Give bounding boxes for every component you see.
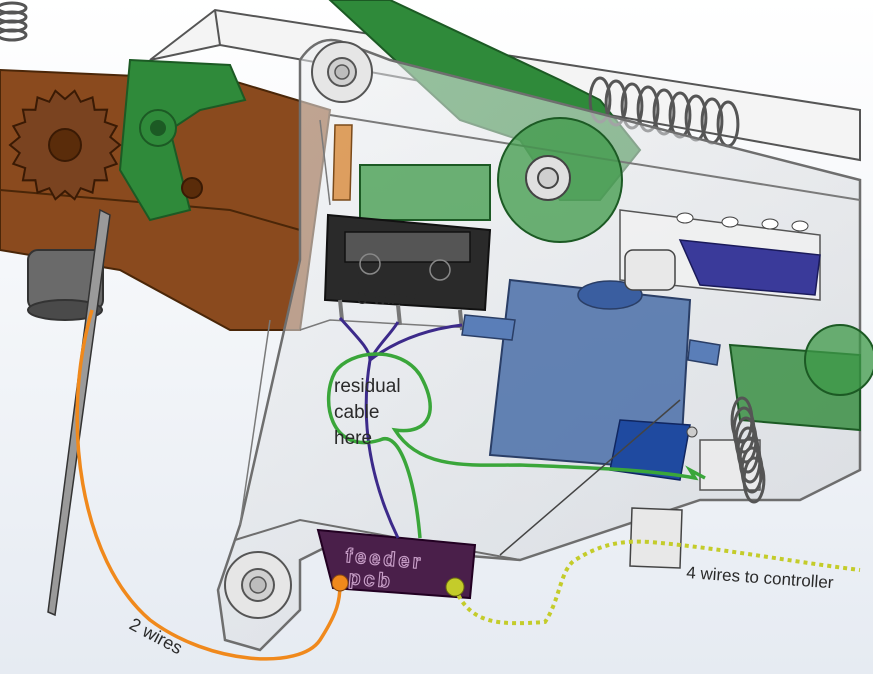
micro-switch bbox=[323, 213, 492, 331]
spring-coil bbox=[0, 28, 28, 42]
label-3-wires: 3 wires bbox=[357, 288, 417, 309]
purple-wire-1 bbox=[338, 316, 400, 539]
yellow-controller-wire bbox=[453, 539, 861, 626]
motor bbox=[27, 249, 104, 321]
right-mechanism bbox=[619, 209, 873, 569]
label-residual: residual bbox=[334, 376, 401, 397]
feeder-pcb bbox=[316, 528, 477, 600]
wires bbox=[75, 309, 861, 661]
green-residual-cable bbox=[326, 352, 706, 539]
spring-right bbox=[730, 396, 766, 504]
purple-wire-2 bbox=[368, 321, 400, 361]
gear bbox=[8, 89, 122, 201]
spring-coil bbox=[742, 456, 766, 504]
spring-left bbox=[0, 1, 28, 42]
yellow-wire-terminal bbox=[445, 577, 465, 597]
connector-block bbox=[629, 507, 683, 569]
spring-top bbox=[588, 76, 740, 148]
servo-motor bbox=[461, 278, 721, 481]
orange-wire-terminal bbox=[331, 574, 349, 592]
pcb-label-pcb: pcb bbox=[348, 567, 394, 593]
label-cable: cable bbox=[334, 402, 379, 423]
pin-needle bbox=[47, 208, 111, 617]
gear-hub bbox=[48, 128, 82, 162]
green-roller bbox=[359, 117, 623, 243]
label-here: here bbox=[334, 428, 372, 449]
orange-tab bbox=[332, 124, 353, 201]
orange-wire bbox=[75, 309, 342, 661]
